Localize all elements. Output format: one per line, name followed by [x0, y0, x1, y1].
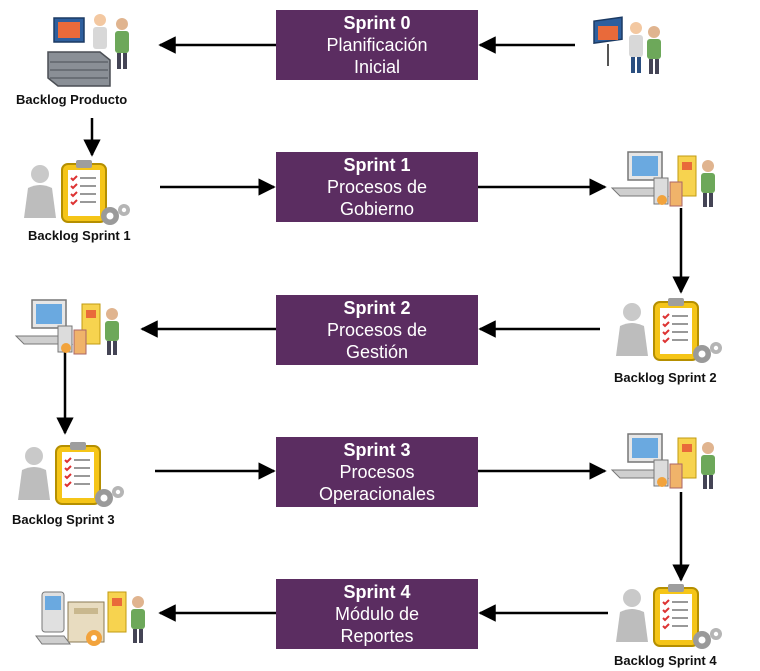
computer-workstation-icon — [610, 151, 715, 207]
sprint-3-line-1: Procesos — [339, 462, 415, 482]
clipboard-checklist-icon — [18, 442, 124, 507]
sprint-4-title: Sprint 4 — [343, 582, 411, 602]
sprint-0-line-2: Inicial — [353, 57, 401, 77]
server-team-icon — [47, 14, 129, 87]
sprint-2-line-2: Gestión — [345, 342, 409, 362]
sprint-2-line-1: Procesos de — [326, 320, 428, 340]
clipboard-checklist-icon — [24, 160, 130, 225]
sprint-0-box: Sprint 0 Planificación Inicial — [276, 10, 478, 80]
sprint-0-line-1: Planificación — [326, 35, 428, 55]
backlog-sprint-1-label: Backlog Sprint 1 — [28, 228, 131, 243]
backlog-sprint-4-label: Backlog Sprint 4 — [614, 653, 717, 668]
reports-module-icon — [35, 591, 145, 646]
sprint-4-line-2: Reportes — [340, 626, 414, 646]
computer-workstation-icon — [14, 299, 119, 355]
sprint-3-line-2: Operacionales — [318, 484, 436, 504]
sprint-1-title: Sprint 1 — [343, 155, 411, 175]
presentation-people-icon — [593, 16, 661, 74]
sprint-3-box: Sprint 3 Procesos Operacionales — [276, 437, 478, 507]
sprint-4-box: Sprint 4 Módulo de Reportes — [276, 579, 478, 649]
sprint-3-title: Sprint 3 — [343, 440, 411, 460]
backlog-producto-label: Backlog Producto — [16, 92, 128, 107]
sprint-4-line-1: Módulo de — [334, 604, 420, 624]
sprint-2-title: Sprint 2 — [343, 298, 411, 318]
computer-workstation-icon — [610, 433, 715, 489]
sprint-0-title: Sprint 0 — [343, 13, 411, 33]
clipboard-checklist-icon — [616, 298, 722, 363]
backlog-sprint-2-label: Backlog Sprint 2 — [614, 370, 717, 385]
sprint-1-line-2: Gobierno — [339, 199, 415, 219]
clipboard-checklist-icon — [616, 584, 722, 649]
sprint-2-box: Sprint 2 Procesos de Gestión — [276, 295, 478, 365]
sprint-1-box: Sprint 1 Procesos de Gobierno — [276, 152, 478, 222]
backlog-sprint-3-label: Backlog Sprint 3 — [12, 512, 115, 527]
sprint-1-line-1: Procesos de — [326, 177, 428, 197]
